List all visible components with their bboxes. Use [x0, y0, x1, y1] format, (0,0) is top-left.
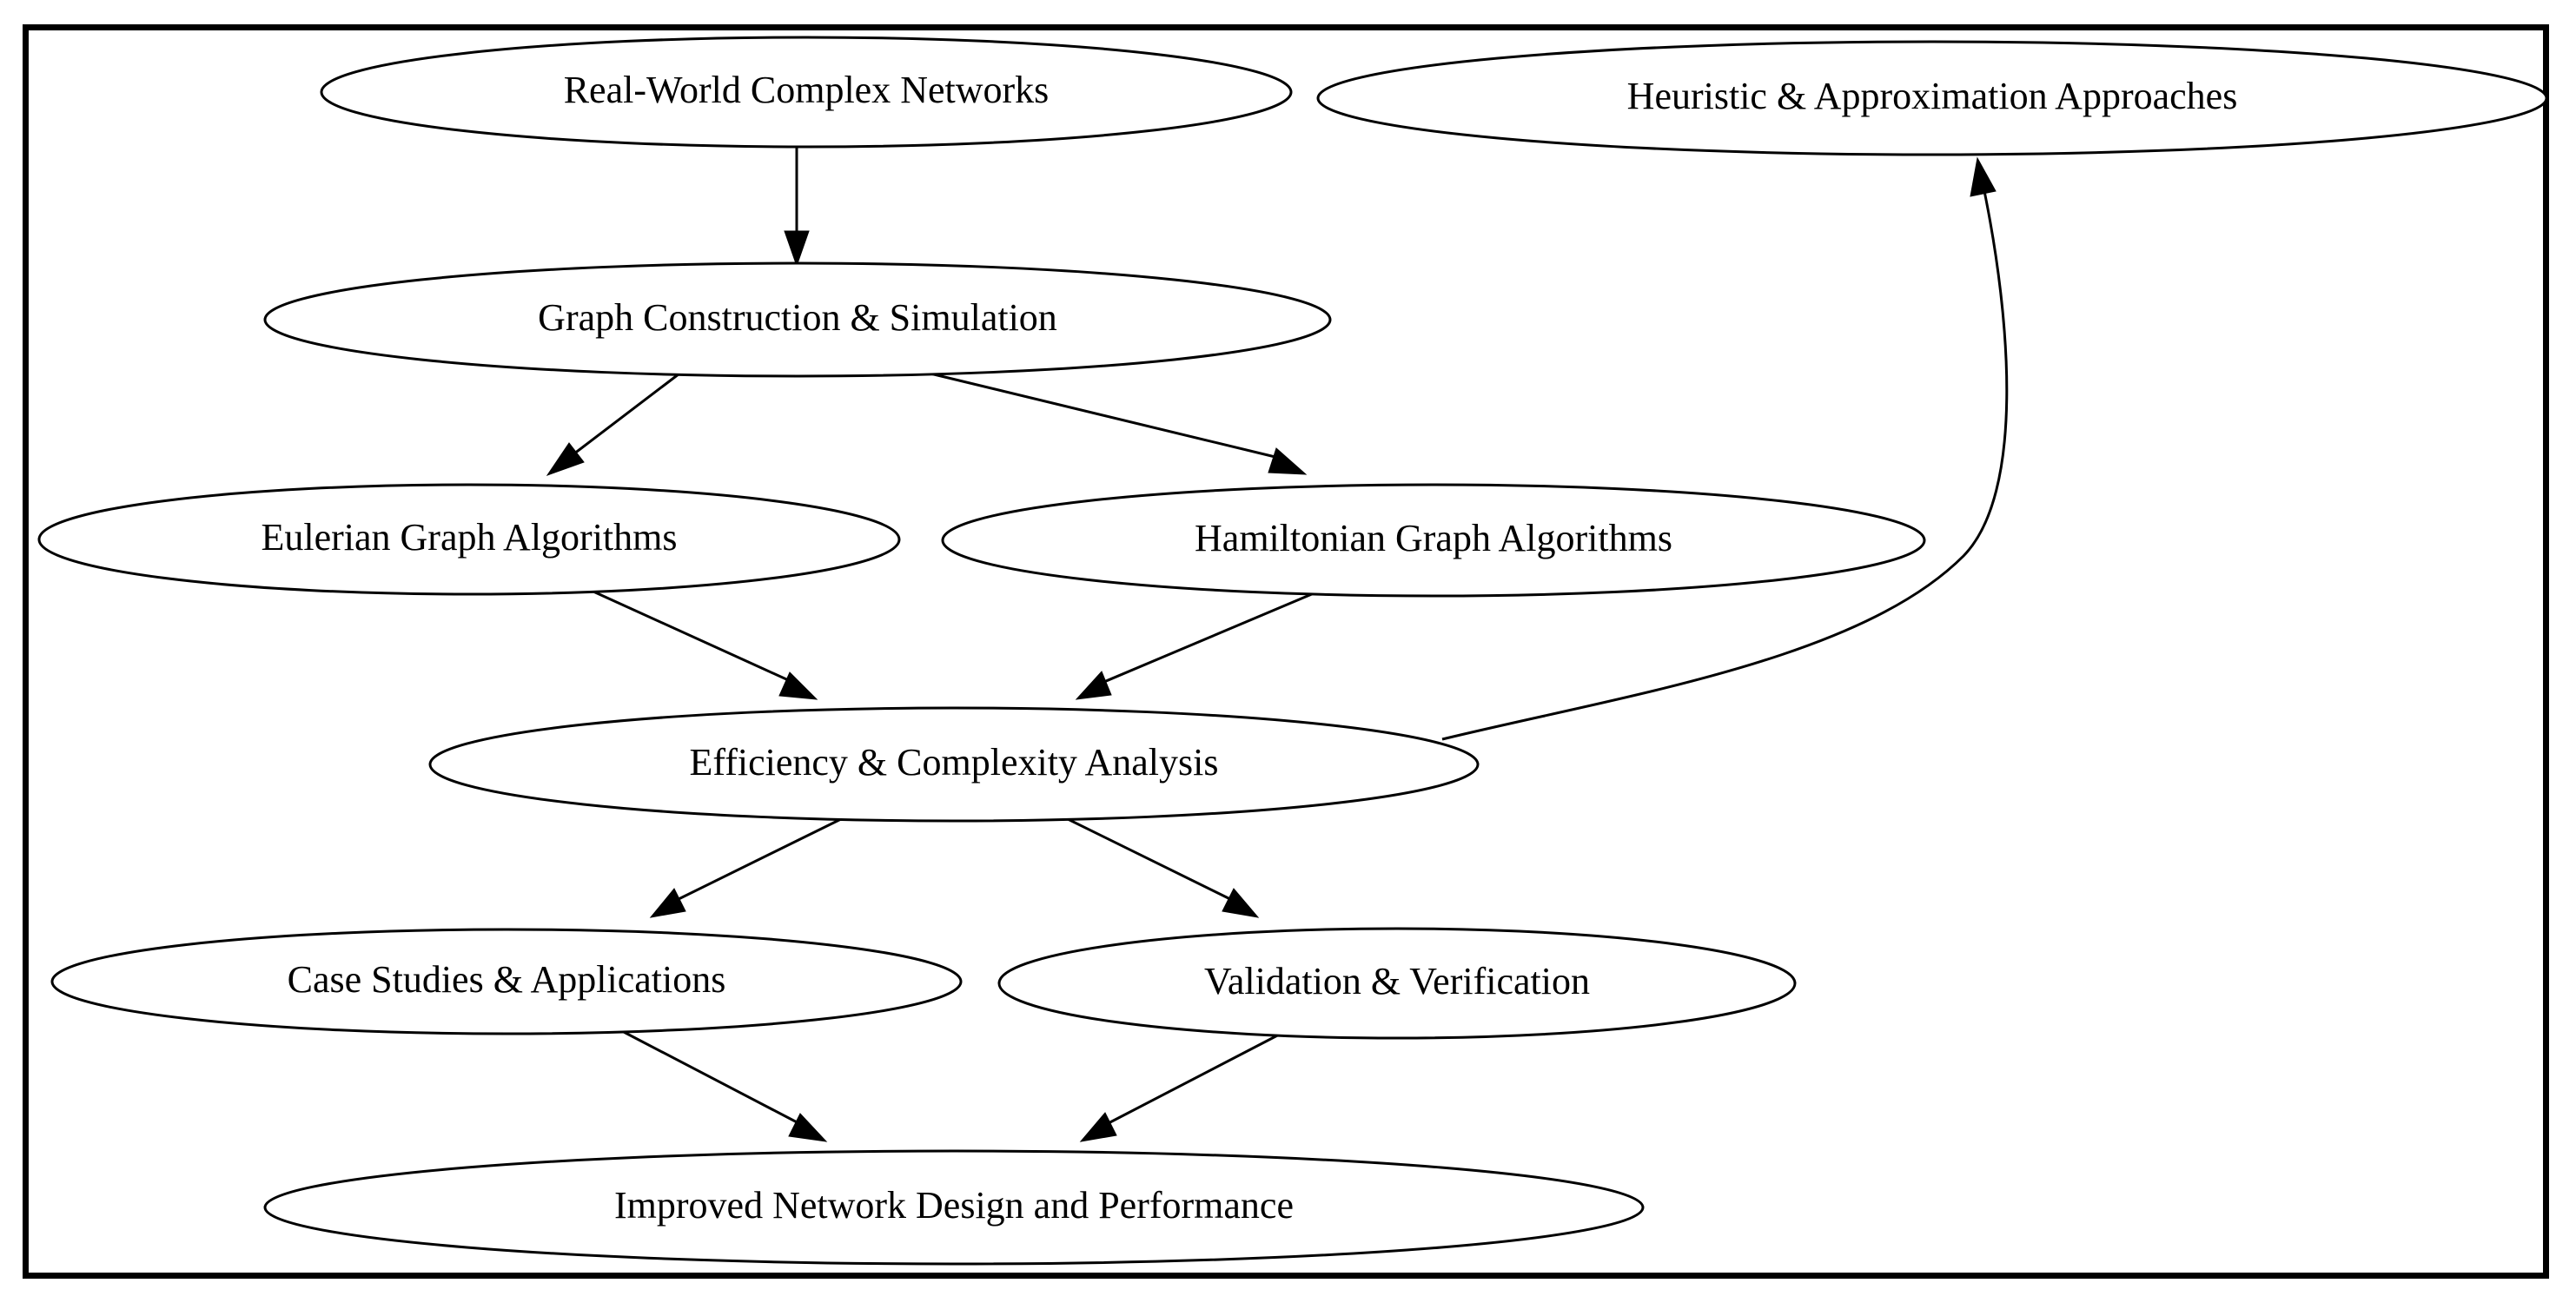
- node-label-eulerian-graph-algorithms: Eulerian Graph Algorithms: [261, 516, 677, 559]
- node-case-studies-applications[interactable]: Case Studies & Applications: [50, 928, 963, 1035]
- ellipse-real-world-complex-networks[interactable]: [320, 36, 1293, 149]
- ellipse-efficiency-complexity-analysis[interactable]: [428, 706, 1480, 823]
- edge-efficiency-to-validation: [1058, 813, 1260, 918]
- diagram-border-frame: [23, 24, 2549, 1279]
- node-label-case-studies-applications: Case Studies & Applications: [288, 958, 726, 1001]
- ellipse-case-studies-applications[interactable]: [50, 928, 963, 1035]
- ellipse-heuristic-approximation-approaches[interactable]: [1316, 40, 2548, 156]
- edge-hamiltonian-to-efficiency: [1075, 587, 1325, 700]
- edge-layer: [546, 148, 2009, 1142]
- node-label-improved-network-design-performance: Improved Network Design and Performance: [614, 1184, 1294, 1227]
- edge-case-studies-to-improved-network: [621, 1029, 828, 1142]
- node-label-heuristic-approximation-approaches: Heuristic & Approximation Approaches: [1627, 75, 2238, 117]
- node-label-graph-construction-simulation: Graph Construction & Simulation: [538, 296, 1057, 339]
- edge-real-world-to-graph-construction: [784, 148, 810, 268]
- node-label-efficiency-complexity-analysis: Efficiency & Complexity Analysis: [690, 741, 1219, 784]
- ellipse-improved-network-design-performance[interactable]: [263, 1149, 1645, 1266]
- edge-validation-to-improved-network: [1079, 1030, 1285, 1142]
- ellipse-eulerian-graph-algorithms[interactable]: [37, 483, 901, 596]
- node-label-validation-verification: Validation & Verification: [1204, 960, 1590, 1002]
- edge-efficiency-to-case-studies: [649, 813, 851, 918]
- edge-eulerian-to-efficiency: [583, 585, 818, 700]
- node-heuristic-approximation-approaches[interactable]: Heuristic & Approximation Approaches: [1316, 40, 2548, 156]
- node-graph-construction-simulation[interactable]: Graph Construction & Simulation: [263, 261, 1332, 378]
- node-hamiltonian-graph-algorithms[interactable]: Hamiltonian Graph Algorithms: [941, 483, 1926, 598]
- edge-efficiency-to-heuristic: [1441, 156, 2009, 741]
- node-improved-network-design-performance[interactable]: Improved Network Design and Performance: [263, 1149, 1645, 1266]
- edge-graph-construction-to-eulerian: [546, 367, 687, 476]
- edge-graph-construction-to-hamiltonian: [908, 367, 1308, 475]
- node-efficiency-complexity-analysis[interactable]: Efficiency & Complexity Analysis: [428, 706, 1480, 823]
- node-layer: Real-World Complex Networks Heuristic & …: [37, 36, 2548, 1266]
- node-validation-verification[interactable]: Validation & Verification: [997, 927, 1797, 1040]
- node-label-hamiltonian-graph-algorithms: Hamiltonian Graph Algorithms: [1195, 517, 1672, 559]
- node-eulerian-graph-algorithms[interactable]: Eulerian Graph Algorithms: [37, 483, 901, 596]
- node-real-world-complex-networks[interactable]: Real-World Complex Networks: [320, 36, 1293, 149]
- ellipse-validation-verification[interactable]: [997, 927, 1797, 1040]
- ellipse-hamiltonian-graph-algorithms[interactable]: [941, 483, 1926, 598]
- ellipse-graph-construction-simulation[interactable]: [263, 261, 1332, 378]
- node-label-real-world-complex-networks: Real-World Complex Networks: [564, 69, 1050, 111]
